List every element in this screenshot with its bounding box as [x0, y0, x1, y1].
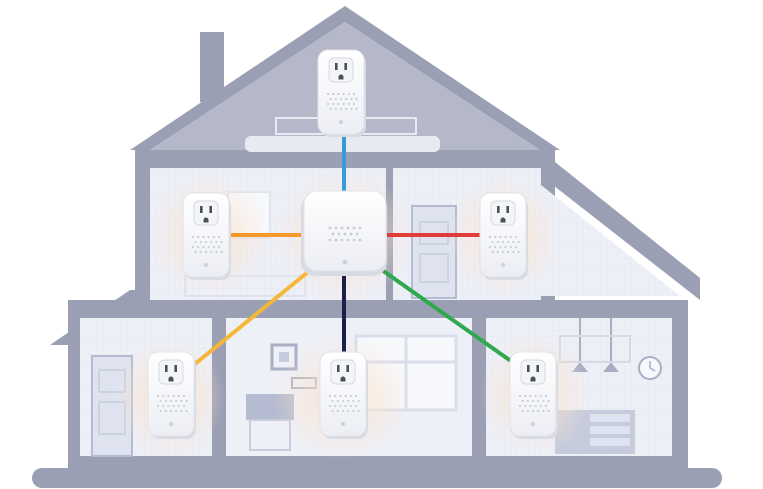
devices [147, 49, 558, 439]
left-wing-roof [50, 290, 148, 345]
connection-lines [188, 128, 520, 370]
door-icon [411, 205, 457, 299]
outlet-extender-icon [509, 351, 558, 439]
outlet-extender-icon [147, 351, 196, 439]
ground [32, 468, 722, 488]
outlet-extender-icon [317, 49, 366, 137]
outlet-extender-icon [479, 192, 528, 280]
room-upper-right-slope [541, 185, 680, 296]
outlet-extender-icon [182, 192, 231, 280]
outlet-extender-icon [319, 351, 368, 439]
wall-clock-icon [638, 356, 662, 380]
right-wing-roof [540, 150, 700, 300]
mesh-hub-icon [301, 190, 387, 276]
link-lower-left [188, 270, 310, 370]
link-lower-right [380, 268, 520, 368]
